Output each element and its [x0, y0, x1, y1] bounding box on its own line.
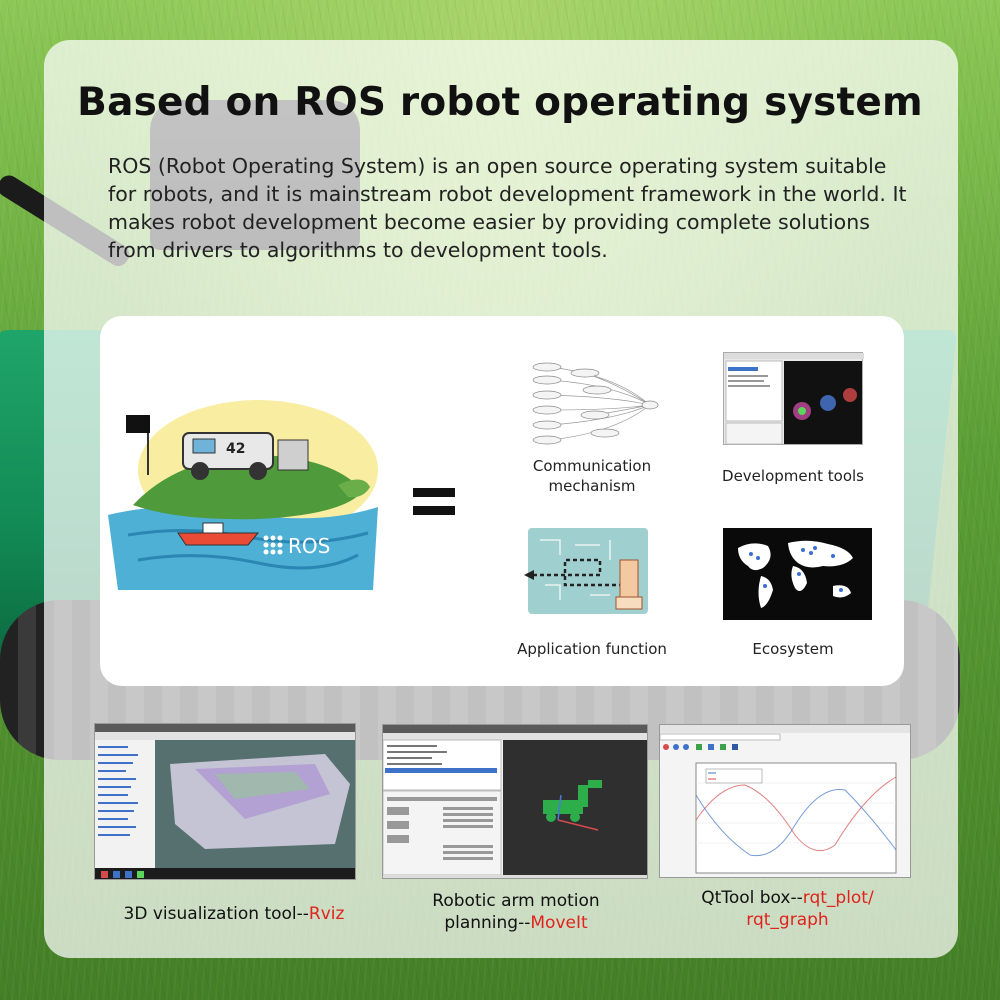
rqt-caption: QtTool box--rqt_plot/ rqt_graph: [701, 888, 874, 930]
feature-communication-label: Communication mechanism: [532, 457, 652, 495]
ros-turtle-illustration: 42 ROS: [108, 395, 378, 590]
rviz-screenshot: [94, 723, 356, 880]
rviz-caption: 3D visualization tool--Rviz: [123, 904, 345, 924]
feature-ecosystem-label: Ecosystem: [752, 640, 834, 658]
svg-text:42: 42: [226, 441, 245, 457]
development-tools-thumbnail: [723, 352, 864, 445]
application-function-thumbnail: [520, 525, 660, 620]
equals-sign: [413, 480, 459, 524]
rqt-plot-screenshot: [659, 724, 911, 878]
feature-devtools-label: Development tools: [722, 467, 864, 485]
moveit-screenshot: [382, 724, 648, 879]
page-title: Based on ROS robot operating system: [77, 80, 923, 125]
intro-paragraph: ROS (Robot Operating System) is an open …: [108, 154, 907, 262]
feature-application-label: Application function: [517, 640, 667, 658]
ros-logo-text: ROS: [288, 534, 330, 558]
ecosystem-map-thumbnail: [723, 528, 872, 620]
moveit-caption: Robotic arm motion planning--MoveIt: [432, 891, 600, 933]
communication-graph-thumbnail: [525, 355, 665, 450]
